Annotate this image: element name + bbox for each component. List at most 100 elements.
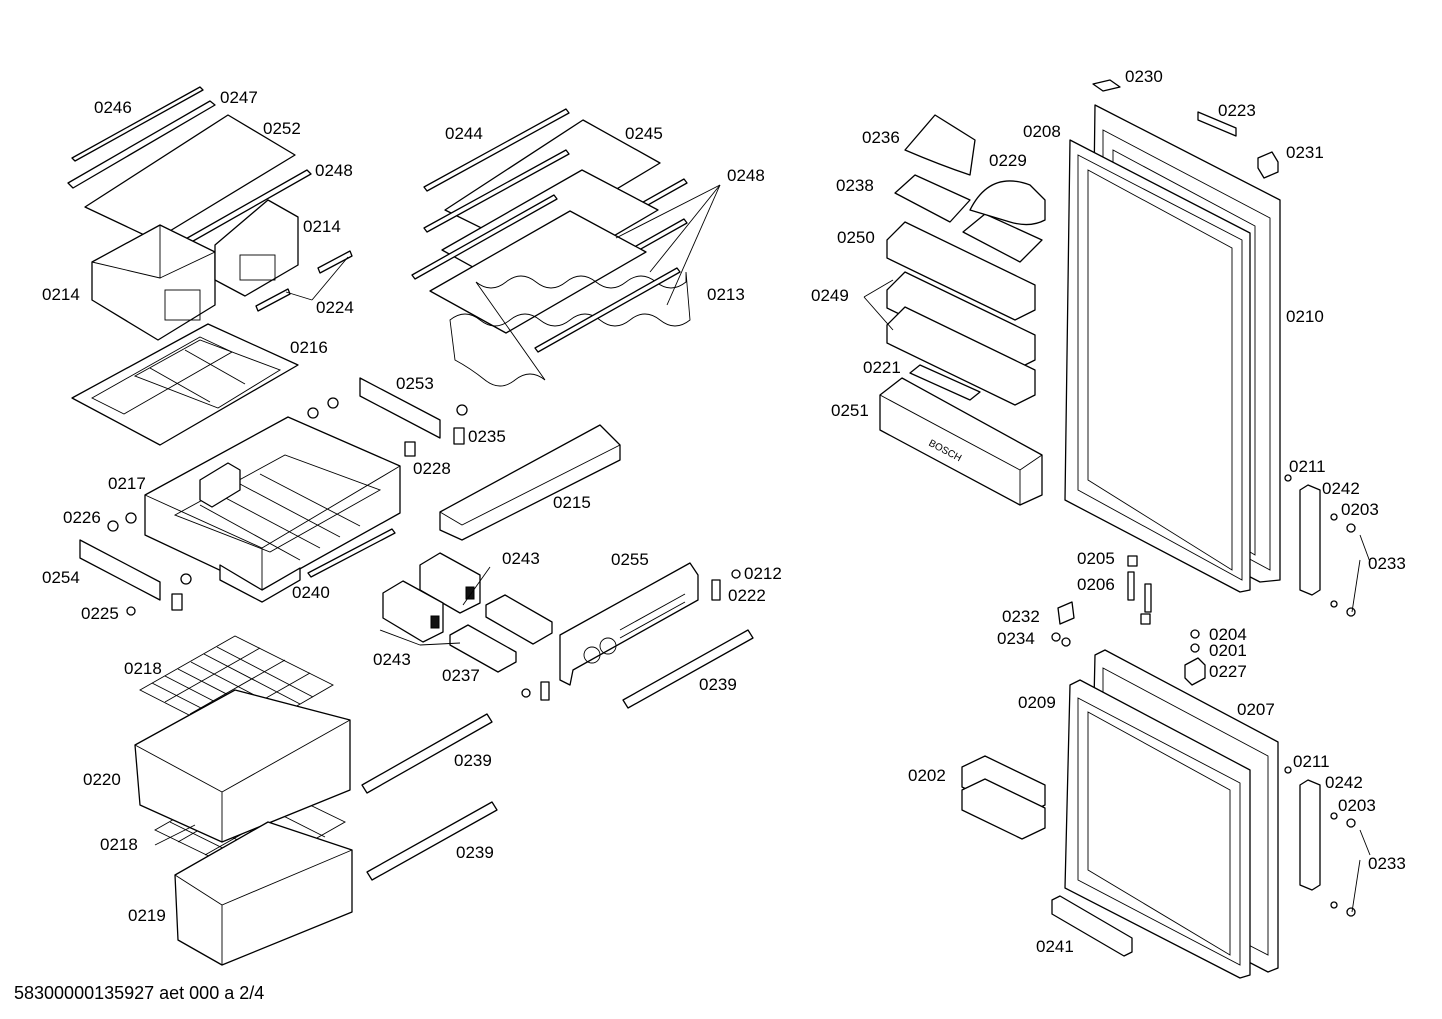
part-label: 0243 xyxy=(373,650,411,669)
part-label: 0207 xyxy=(1237,700,1275,719)
part-label: 0247 xyxy=(220,88,258,107)
balcony-cover-part xyxy=(904,114,976,176)
part-label: 0241 xyxy=(1036,937,1074,956)
part-label: 0243 xyxy=(502,549,540,568)
part-label: 0214 xyxy=(42,285,80,304)
handle-part xyxy=(1299,484,1321,891)
part-label: 0246 xyxy=(94,98,132,117)
part-label: 0218 xyxy=(100,835,138,854)
clip-part xyxy=(255,250,353,312)
part-labels: 0246 0247 0252 0248 0214 0214 0224 0216 … xyxy=(42,67,1406,956)
part-label: 0228 xyxy=(413,459,451,478)
part-label: 0242 xyxy=(1322,479,1360,498)
part-label: 0249 xyxy=(811,286,849,305)
part-label: 0250 xyxy=(837,228,875,247)
part-label: 0242 xyxy=(1325,773,1363,792)
part-label: 0239 xyxy=(456,843,494,862)
part-label: 0217 xyxy=(108,474,146,493)
part-label: 0221 xyxy=(863,358,901,377)
part-label: 0219 xyxy=(128,906,166,925)
part-label: 0254 xyxy=(42,568,80,587)
small-fitting-part xyxy=(521,569,741,701)
part-label: 0244 xyxy=(445,124,483,143)
part-label: 0226 xyxy=(63,508,101,527)
part-label: 0213 xyxy=(707,285,745,304)
part-label: 0204 xyxy=(1209,625,1247,644)
part-label: 0240 xyxy=(292,583,330,602)
wavy-insert-part xyxy=(449,267,691,387)
part-label: 0238 xyxy=(836,176,874,195)
part-label: 0224 xyxy=(316,298,354,317)
footer-code: 58300000135927 aet 000 a 2/4 xyxy=(14,983,264,1003)
part-label: 0206 xyxy=(1077,575,1115,594)
part-label: 0230 xyxy=(1125,67,1163,86)
part-label: 0245 xyxy=(625,124,663,143)
part-label: 0236 xyxy=(862,128,900,147)
part-label: 0233 xyxy=(1368,854,1406,873)
part-label: 0211 xyxy=(1289,457,1326,476)
egg-tray-part xyxy=(894,174,1043,263)
crisper-drawer-part xyxy=(134,689,353,966)
part-label: 0211 xyxy=(1293,752,1330,771)
part-label: 0235 xyxy=(468,427,506,446)
part-label: 0202 xyxy=(908,766,946,785)
door-shelf-part xyxy=(886,221,1036,406)
kickplate-part xyxy=(1051,895,1133,957)
part-label: 0252 xyxy=(263,119,301,138)
fastener-part xyxy=(107,397,468,616)
part-label: 0239 xyxy=(454,751,492,770)
part-label: 0216 xyxy=(290,338,328,357)
door-gasket-part xyxy=(1064,139,1251,593)
part-label: 0234 xyxy=(997,629,1035,648)
part-label: 0229 xyxy=(989,151,1027,170)
part-label: 0233 xyxy=(1368,554,1406,573)
part-label: 0218 xyxy=(124,659,162,678)
part-label: 0203 xyxy=(1338,796,1376,815)
part-label: 0248 xyxy=(727,166,765,185)
part-label: 0237 xyxy=(442,666,480,685)
part-label: 0251 xyxy=(831,401,869,420)
part-label: 0231 xyxy=(1286,143,1324,162)
crisper-cover-box-part xyxy=(91,199,299,341)
part-label: 0232 xyxy=(1002,607,1040,626)
label-strip-part xyxy=(909,364,981,401)
part-label: 0210 xyxy=(1286,307,1324,326)
ice-pack-part xyxy=(961,755,1046,840)
bottle-shelf-part xyxy=(879,377,1043,506)
trim-strip-part xyxy=(361,629,754,881)
screw-part xyxy=(1284,474,1356,917)
drawer-handle-part xyxy=(79,377,441,601)
part-label: 0203 xyxy=(1341,500,1379,519)
part-label: 0212 xyxy=(744,564,782,583)
part-label: 0255 xyxy=(611,550,649,569)
drip-strip-part xyxy=(67,86,216,189)
part-label: 0223 xyxy=(1218,101,1256,120)
part-label: 0222 xyxy=(728,586,766,605)
part-label: 0220 xyxy=(83,770,121,789)
part-label: 0248 xyxy=(315,161,353,180)
part-label: 0215 xyxy=(553,493,591,512)
part-label: 0239 xyxy=(699,675,737,694)
part-label: 0208 xyxy=(1023,122,1061,141)
door-gasket-part xyxy=(1064,679,1251,979)
butter-box-part xyxy=(969,180,1046,226)
rail-part xyxy=(307,528,396,578)
hinge-part xyxy=(1051,555,1206,686)
cover-tray-part xyxy=(71,323,299,446)
cap-part xyxy=(1092,79,1279,179)
part-label: 0201 xyxy=(1209,641,1247,660)
part-label: 0205 xyxy=(1077,549,1115,568)
glass-shelf-part xyxy=(411,108,688,334)
part-label: 0225 xyxy=(81,604,119,623)
control-panel-part xyxy=(559,562,699,686)
drawer-part xyxy=(144,416,401,603)
part-label: 0227 xyxy=(1209,662,1247,681)
part-label: 0253 xyxy=(396,374,434,393)
leader-lines xyxy=(154,184,1371,913)
part-label: 0214 xyxy=(303,217,341,236)
box-part xyxy=(382,552,481,643)
glass-shelf-part xyxy=(84,114,296,241)
door-flap-part xyxy=(439,424,621,541)
small-tray-part xyxy=(449,594,553,673)
